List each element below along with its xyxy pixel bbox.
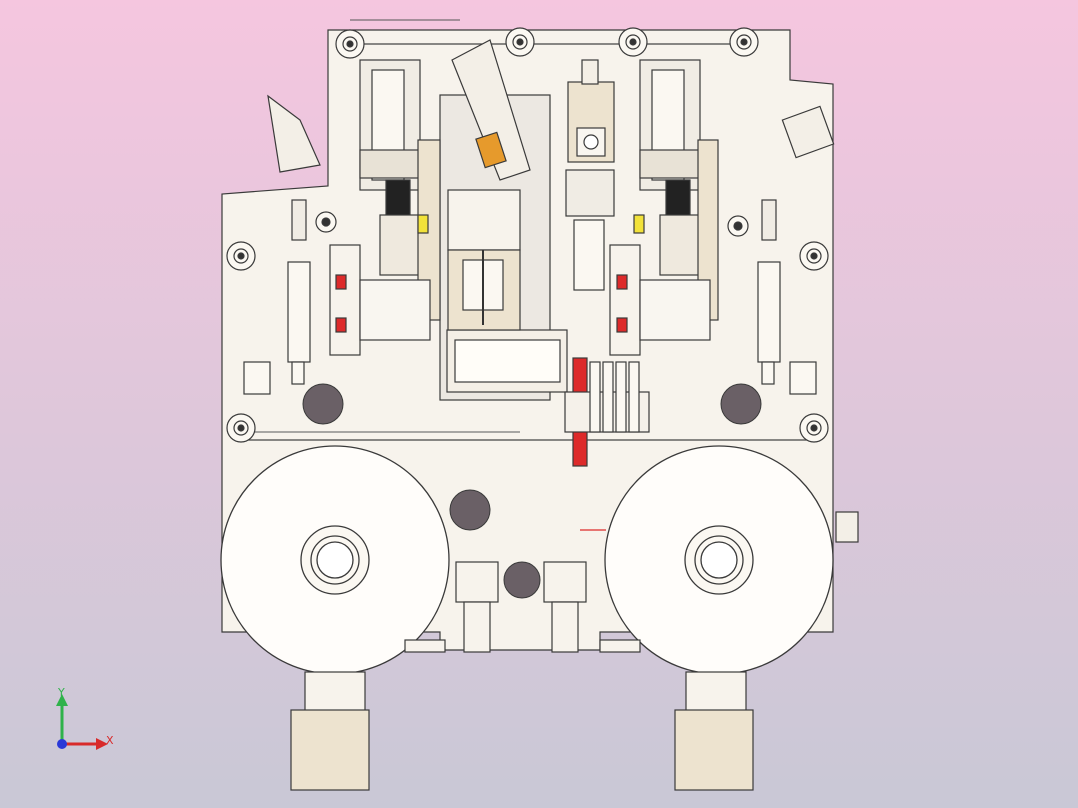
left-bottom-valve xyxy=(455,561,499,603)
x-axis-label: X xyxy=(106,734,114,747)
left-sensor-block xyxy=(329,244,361,356)
right-top-bracket xyxy=(781,105,835,159)
origin-point xyxy=(57,739,67,749)
right-reel xyxy=(604,445,834,675)
roller-top-1 xyxy=(335,29,365,59)
triad-axes xyxy=(56,694,108,750)
left-motor-flange xyxy=(304,671,366,713)
roller-top-2 xyxy=(505,27,535,57)
y-axis-arrow xyxy=(56,694,68,706)
roller-left-mid xyxy=(226,241,256,271)
left-air-cylinder xyxy=(287,261,311,363)
roller-right-mid xyxy=(799,241,829,271)
left-bracket xyxy=(243,361,271,395)
idler-rollers xyxy=(226,27,829,443)
left-reel xyxy=(220,445,450,675)
right-cylinder-black xyxy=(665,179,691,219)
roller-right-arm xyxy=(727,215,749,237)
left-motor xyxy=(290,709,370,791)
y-axis-label: Y xyxy=(58,686,65,699)
right-bracket xyxy=(789,361,817,395)
right-bottom-valve xyxy=(543,561,587,603)
right-air-cylinder xyxy=(757,261,781,363)
right-motor xyxy=(674,709,754,791)
roller-top-4 xyxy=(729,27,759,57)
orange-sensor xyxy=(475,131,507,169)
left-top-bracket xyxy=(267,94,321,173)
right-edge-tab xyxy=(835,511,859,543)
roller-right-low xyxy=(799,413,829,443)
right-motor-flange xyxy=(685,671,747,713)
left-cylinder-black xyxy=(385,179,411,219)
roller-left-arm xyxy=(315,211,337,233)
right-sensor-block xyxy=(609,244,641,356)
coordinate-triad: Y X xyxy=(40,682,130,762)
cutter-block xyxy=(447,189,521,251)
roller-top-3 xyxy=(618,27,648,57)
roller-left-low xyxy=(226,413,256,443)
plate-holes xyxy=(302,383,762,599)
x-axis-arrow xyxy=(96,738,108,750)
